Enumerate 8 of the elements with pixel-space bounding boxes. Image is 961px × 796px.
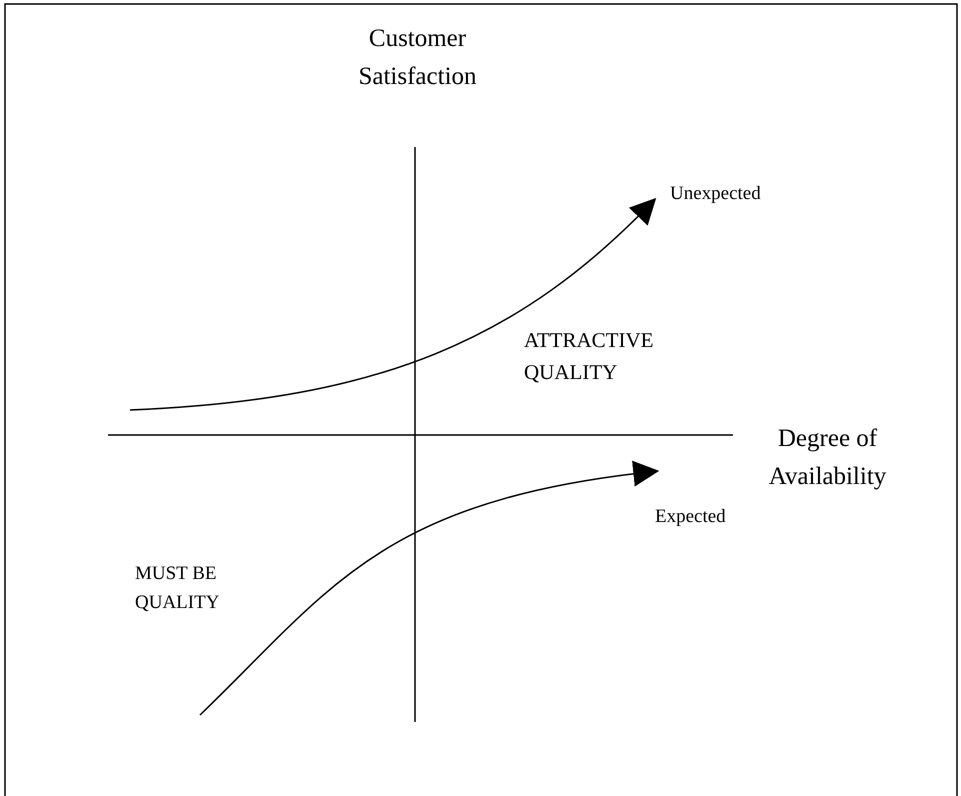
- axis-title: Customer Satisfaction: [357, 24, 478, 92]
- region-label: MUST BE QUALITY: [135, 562, 220, 614]
- axis-title: Degree of Availability: [768, 424, 888, 492]
- region-label: ATTRACTIVE QUALITY: [524, 327, 654, 386]
- curve-label: Expected: [655, 503, 726, 532]
- curve-label: Unexpected: [670, 180, 761, 208]
- curve-arrow: [199, 461, 660, 716]
- curve-arrow: [130, 198, 656, 411]
